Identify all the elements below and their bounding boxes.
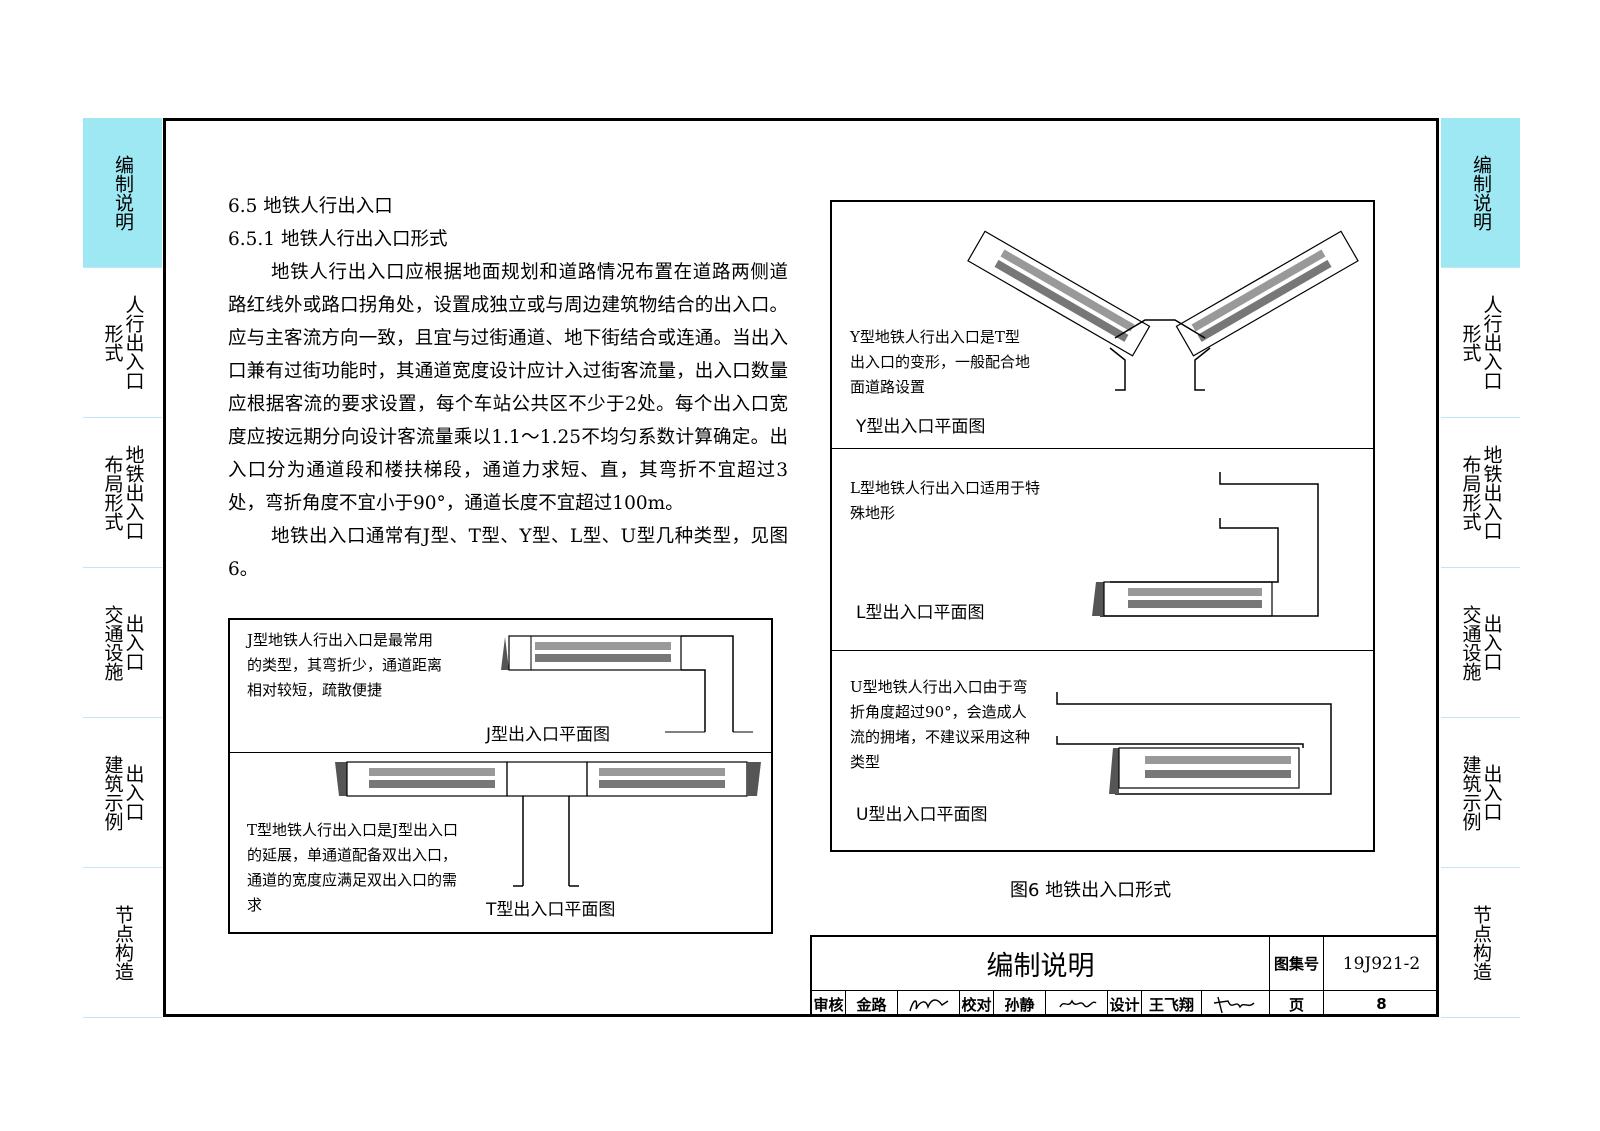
side-tab-6-text: 节点构造 [112,904,134,981]
side-tab-3-line1: 地铁出入口 [122,445,145,540]
side-tab-4-line1: 出入口 [122,614,145,671]
u-note: U型地铁人行出入口由于弯折角度超过90°，会造成人流的拥堵，不建议采用这种类型 [850,678,1031,771]
design-signature-cell [1202,991,1270,1017]
y-l-divider [831,448,1374,449]
right-tab-3[interactable]: 地铁出入口 布局形式 [1441,418,1520,568]
design-label-cell: 设计 [1108,991,1142,1017]
right-tab-4-line2: 交通设施 [1459,604,1482,681]
side-tab-1-text: 编制说明 [112,154,134,231]
review-name: 金路 [856,995,887,1014]
review-name-cell: 金路 [846,991,898,1017]
atlas-number: 19J921-2 [1342,953,1421,974]
side-tab-4[interactable]: 出入口 交通设施 [83,568,162,718]
right-tab-2-line1: 人行出入口 [1480,295,1503,390]
check-label-cell: 校对 [960,991,994,1017]
t-caption: T型出入口平面图 [486,900,616,920]
check-name-cell: 孙静 [994,991,1046,1017]
u-caption: U型出入口平面图 [856,805,988,825]
side-tab-5[interactable]: 出入口 建筑示例 [83,718,162,868]
right-tab-1-text: 编制说明 [1470,154,1492,231]
t-plan-drawing [335,761,761,887]
design-name: 王飞翔 [1148,995,1194,1014]
side-tab-4-line2: 交通设施 [101,604,124,681]
figure-caption: 图6 地铁出入口形式 [1010,880,1172,901]
body-text: 6.5 地铁人行出入口 6.5.1 地铁人行出入口形式 地铁人行出入口应根据地面… [228,190,788,586]
u-plan-drawing [1056,692,1332,795]
side-tab-3-line2: 布局形式 [101,454,124,531]
right-tab-1[interactable]: 编制说明 [1441,118,1520,268]
page-no-cell: 8 [1324,991,1439,1017]
check-signature [1059,999,1097,1008]
right-tab-3-line2: 布局形式 [1459,454,1482,531]
page-label-cell: 页 [1270,991,1324,1017]
j-note: J型地铁人行出入口是最常用的类型，其弯折少，通道距离相对较短，疏散便捷 [247,631,443,699]
check-name: 孙静 [1004,995,1035,1014]
check-label: 校对 [961,995,992,1014]
page-label: 页 [1288,995,1304,1014]
side-tab-5-line1: 出入口 [122,764,145,821]
j-caption: J型出入口平面图 [486,725,611,745]
side-tab-6[interactable]: 节点构造 [83,868,162,1018]
atlas-no-cell: 19J921-2 [1324,937,1439,991]
paragraph-2: 地铁出入口通常有J型、T型、Y型、L型、U型几种类型，见图6。 [228,526,788,580]
jt-divider [229,752,772,753]
right-tab-5-line2: 建筑示例 [1459,754,1482,831]
right-tab-4-line1: 出入口 [1480,614,1503,671]
page-number: 8 [1376,995,1387,1013]
l-u-divider [831,650,1374,651]
l-note: L型地铁人行出入口适用于特殊地形 [850,479,1040,522]
paragraph-1: 地铁人行出入口应根据地面规划和道路情况布置在道路两侧道路红线外或路口拐角处，设置… [228,262,788,514]
side-tab-2[interactable]: 人行出入口 形式 [83,268,162,418]
jt-diagram-box [228,618,773,934]
right-tab-2[interactable]: 人行出入口 形式 [1441,268,1520,418]
right-tab-5-line1: 出入口 [1480,764,1503,821]
subsection-heading: 6.5.1 地铁人行出入口形式 [228,229,448,250]
drawing-title: 编制说明 [986,951,1095,982]
right-tab-2-line2: 形式 [1459,323,1482,362]
atlas-label-cell: 图集号 [1270,937,1324,991]
side-tab-5-line2: 建筑示例 [101,754,124,831]
design-label: 设计 [1109,995,1140,1014]
side-tab-2-line1: 人行出入口 [122,295,145,390]
side-tab-1[interactable]: 编制说明 [83,118,162,268]
right-tab-3-line1: 地铁出入口 [1480,445,1503,540]
design-name-cell: 王飞翔 [1142,991,1202,1017]
side-tab-2-line2: 形式 [101,323,124,362]
review-signature [909,999,949,1012]
right-tab-6-text: 节点构造 [1470,904,1492,981]
title-block: 编制说明 图集号 19J921-2 审核 金路 校对 孙静 设计 王飞翔 页 8 [810,935,1439,1017]
review-label: 审核 [813,995,844,1014]
section-heading: 6.5 地铁人行出入口 [228,196,393,217]
t-note: T型地铁人行出入口是J型出入口的延展，单通道配备双出入口，通道的宽度应满足双出入… [247,821,459,914]
j-plan-drawing [501,635,753,733]
right-tab-4[interactable]: 出入口 交通设施 [1441,568,1520,718]
review-signature-cell [898,991,960,1017]
right-tab-5[interactable]: 出入口 建筑示例 [1441,718,1520,868]
l-plan-drawing [1092,472,1319,617]
side-tab-3[interactable]: 地铁出入口 布局形式 [83,418,162,568]
check-signature-cell [1046,991,1108,1017]
y-caption: Y型出入口平面图 [856,417,986,437]
right-tab-6[interactable]: 节点构造 [1441,868,1520,1018]
review-label-cell: 审核 [812,991,846,1017]
y-note: Y型地铁人行出入口是T型出入口的变形，一般配合地面道路设置 [850,328,1031,396]
title-cell: 编制说明 [812,937,1270,991]
l-caption: L型出入口平面图 [856,603,985,623]
drawing-frame [163,118,1439,1017]
design-signature [1213,996,1255,1014]
atlas-label: 图集号 [1273,955,1319,973]
ylu-diagram-box [830,200,1375,852]
y-plan-drawing [967,230,1359,391]
